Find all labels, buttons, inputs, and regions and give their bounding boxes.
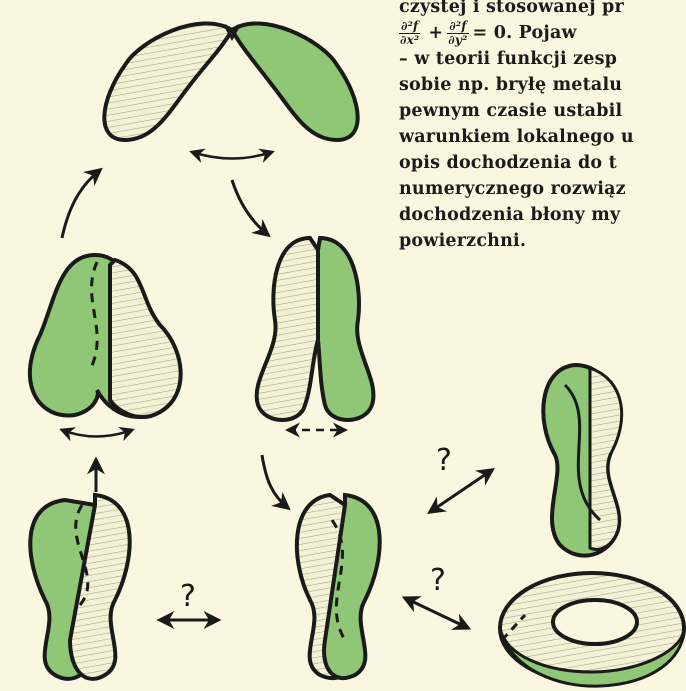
- figure-bottom-center-figure-eight: [297, 495, 380, 678]
- figure-right-loops: [257, 238, 374, 430]
- question-mark: ?: [430, 563, 446, 598]
- figure-left-two-lobes: [30, 255, 181, 437]
- figure-right-upright-eight: [543, 365, 621, 556]
- question-mark: ?: [436, 443, 452, 478]
- question-mark: ?: [180, 579, 196, 614]
- figure-top-saddle: [104, 23, 357, 158]
- figure-bottom-left-figure-eight: [30, 495, 129, 679]
- figure-right-ring: [500, 573, 684, 686]
